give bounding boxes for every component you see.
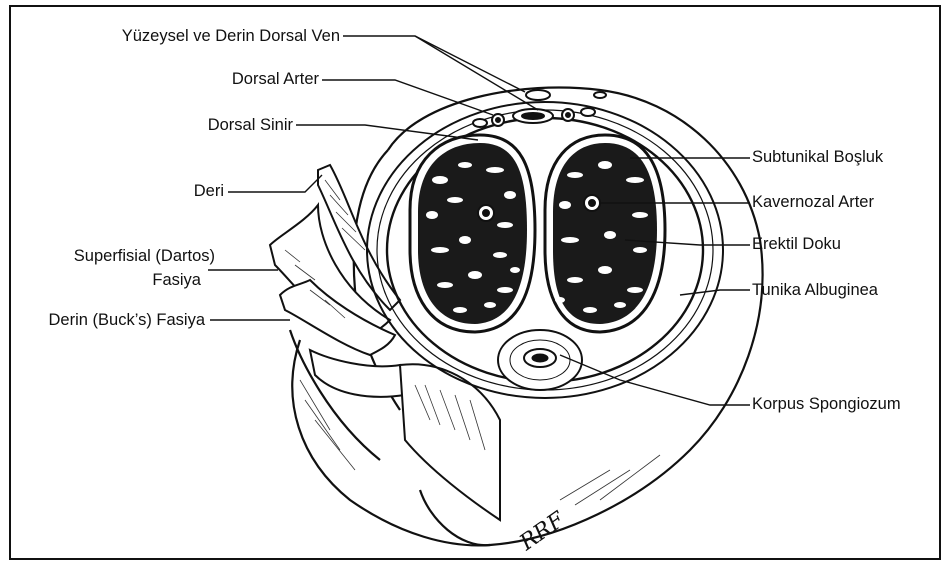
artist-signature: RRF [515,507,570,556]
label-cavernosal-artery: Kavernozal Arter [752,193,874,212]
label-dorsal-artery: Dorsal Arter [232,70,319,89]
label-subtunical-space: Subtunikal Boşluk [752,148,883,167]
label-superficial-fascia-line2: Fasiya [152,271,201,290]
label-tunica-albuginea: Tunika Albuginea [752,281,878,300]
label-skin: Deri [194,182,224,201]
label-erectile-tissue: Erektil Doku [752,235,841,254]
label-deep-fascia: Derin (Buck’s) Fasiya [49,311,205,330]
label-dorsal-nerve: Dorsal Sinir [208,116,293,135]
corpus-spongiosum [498,330,582,390]
label-superficial-fascia-line1: Superfisial (Dartos) [74,247,215,266]
corpus-cavernosum-left [410,135,535,332]
label-superficial-deep-dorsal-vein: Yüzeysel ve Derin Dorsal Ven [122,27,340,46]
label-corpus-spongiosum: Korpus Spongiozum [752,395,901,414]
